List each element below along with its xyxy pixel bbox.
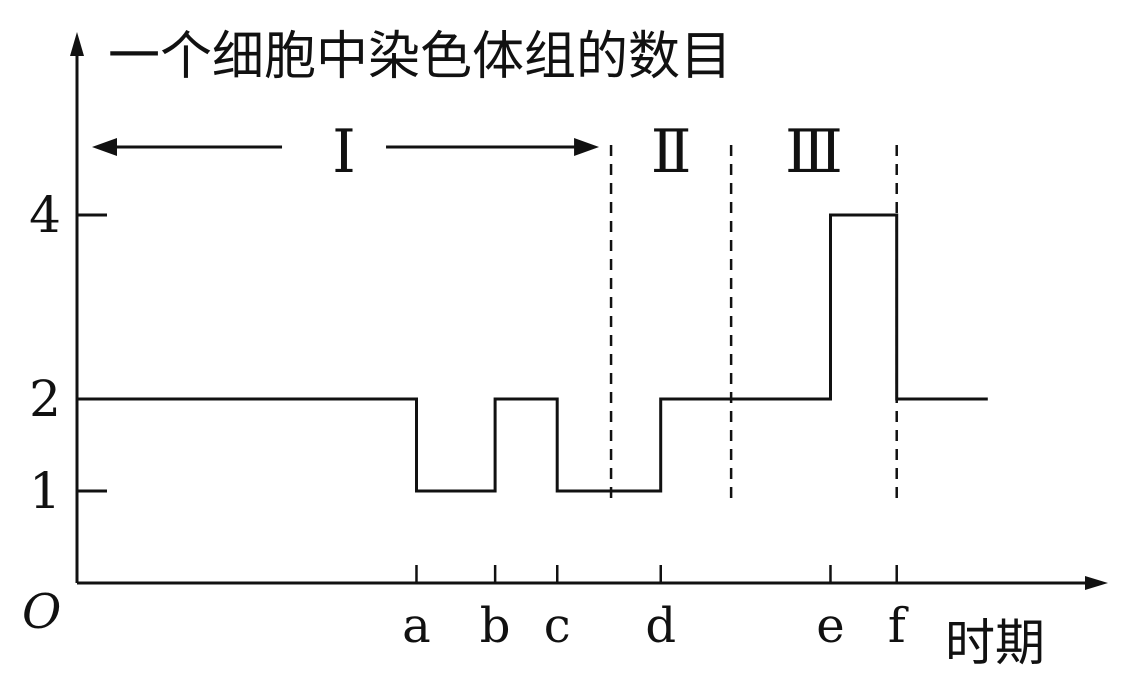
- stage-dividers: [609, 145, 898, 500]
- stage-arrow-right-head: [574, 138, 600, 156]
- axes: [70, 32, 1108, 590]
- stage-arrow-left-head: [92, 138, 117, 156]
- x-tick-label-c: c: [544, 598, 571, 654]
- series-line-1: [77, 213, 988, 493]
- stage-label-3: Ⅲ: [785, 119, 843, 185]
- y-tick-label-4: 4: [29, 186, 61, 244]
- x-axis-label: 时期: [945, 614, 1045, 672]
- series-group: [77, 213, 988, 493]
- origin-label: O: [22, 584, 61, 640]
- y-ticks: 1 2 4: [29, 186, 107, 520]
- x-axis-arrowhead: [1085, 576, 1108, 590]
- x-tick-label-f: f: [888, 598, 909, 654]
- y-axis-arrowhead: [70, 32, 84, 56]
- stage-label-2: Ⅱ: [651, 119, 692, 185]
- x-tick-label-a: a: [402, 598, 431, 654]
- x-tick-label-d: d: [645, 598, 676, 654]
- y-tick-label-2: 2: [29, 370, 61, 428]
- stage-label-1: Ⅰ: [332, 119, 356, 185]
- y-tick-label-1: 1: [29, 462, 61, 520]
- y-axis-label: 一个细胞中染色体组的数目: [108, 27, 732, 87]
- stage-labels: Ⅰ Ⅱ Ⅲ: [92, 119, 843, 185]
- x-tick-label-e: e: [816, 598, 844, 654]
- x-tick-label-b: b: [480, 598, 511, 654]
